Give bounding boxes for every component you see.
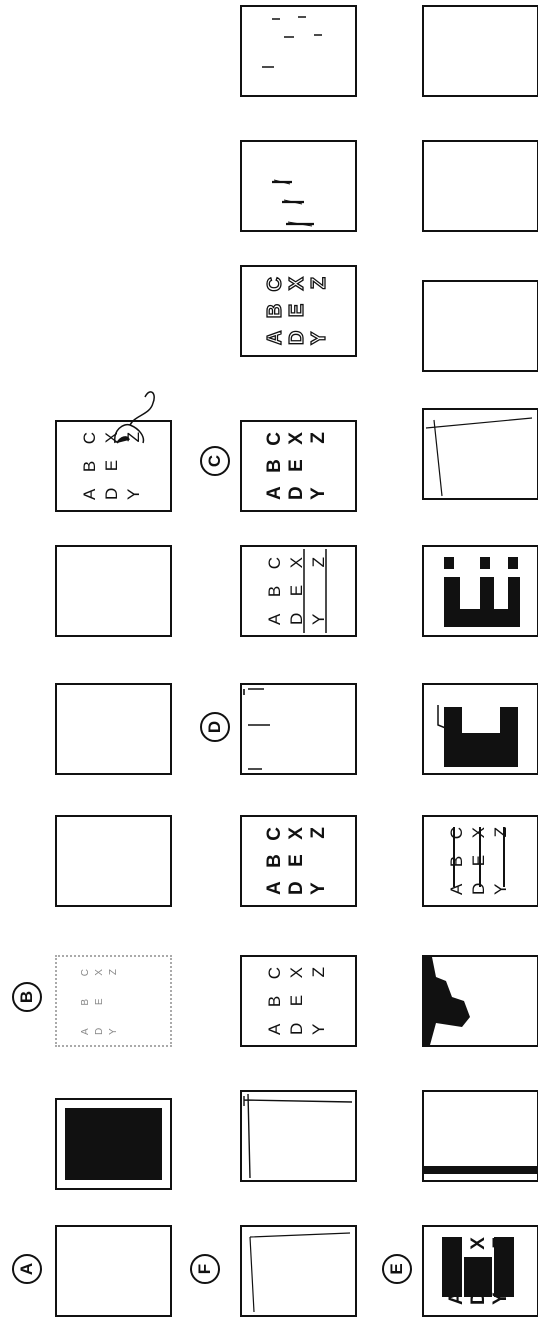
panel-a1 (55, 1225, 172, 1317)
panel-f2 (240, 1090, 357, 1182)
marker-e: E (382, 1254, 412, 1284)
panel-e1-blobs: ABC DEX YZ (422, 1225, 538, 1317)
panel-f1 (240, 1225, 357, 1317)
panel-e2-bottom-band (422, 1090, 538, 1182)
panel-a2 (55, 1098, 172, 1190)
panel-a5 (55, 683, 172, 775)
panel-a6 (55, 545, 172, 637)
panel-e10 (422, 5, 538, 97)
panel-a4 (55, 815, 172, 907)
marker-f: F (190, 1254, 220, 1284)
panel-e5-e-shape (422, 683, 538, 775)
panel-c3-dashes (240, 140, 357, 232)
panel-c4-specks (240, 5, 357, 97)
panel-e7-lines (422, 408, 538, 500)
panel-e6-e-shape (422, 545, 538, 637)
marker-b: B (12, 982, 42, 1012)
hand-icon (95, 385, 165, 445)
panel-e9 (422, 140, 538, 232)
panel-d-streaks (240, 683, 357, 775)
panel-e3-blotch (422, 955, 538, 1047)
marker-a: A (12, 1254, 42, 1284)
panel-e8 (422, 280, 538, 372)
marker-c: C (200, 446, 230, 476)
marker-d: D (200, 712, 230, 742)
